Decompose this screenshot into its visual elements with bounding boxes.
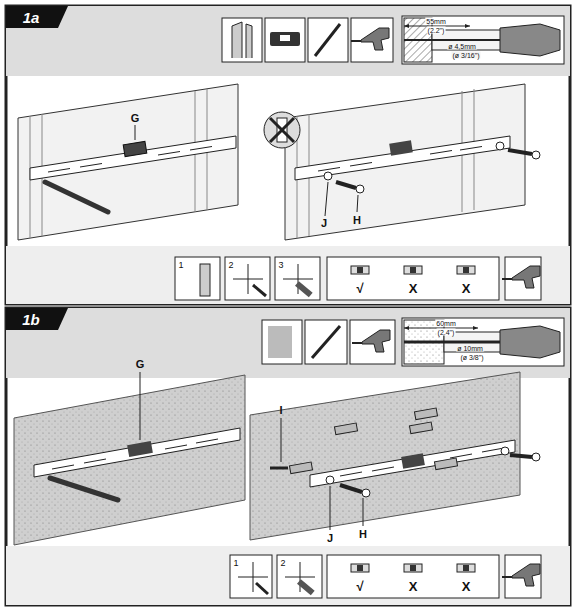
dimension: 60mm	[435, 320, 456, 327]
step-number: 1	[178, 261, 183, 270]
check-mark: √	[356, 580, 363, 593]
part-letter: G	[136, 359, 145, 370]
cross-mark: X	[409, 282, 418, 295]
dimension: ø 4,5mm	[447, 43, 477, 50]
cross-mark: X	[462, 282, 471, 295]
part-letter: J	[327, 533, 333, 544]
part-letter: H	[353, 215, 361, 226]
step-number: 3	[278, 261, 283, 270]
cross-mark: X	[462, 580, 471, 593]
step-number: 2	[280, 559, 285, 568]
dimension: (ø 3/8")	[459, 354, 484, 361]
cross-mark: X	[409, 580, 418, 593]
part-letter: J	[321, 218, 327, 229]
section-tab: 1a	[23, 10, 40, 25]
step-number: 1	[233, 559, 238, 568]
dimension: (ø 3/16")	[452, 52, 481, 59]
section-tab: 1b	[22, 312, 40, 327]
part-letter: G	[131, 113, 140, 124]
part-letter: I	[279, 405, 282, 416]
part-letter: H	[359, 529, 367, 540]
dimension: ø 10mm	[456, 345, 484, 352]
dimension: 55mm	[425, 18, 446, 25]
dimension: (2.2")	[427, 27, 446, 34]
dimension: (2.4")	[437, 329, 456, 336]
step-number: 2	[228, 261, 233, 270]
check-mark: √	[356, 282, 363, 295]
